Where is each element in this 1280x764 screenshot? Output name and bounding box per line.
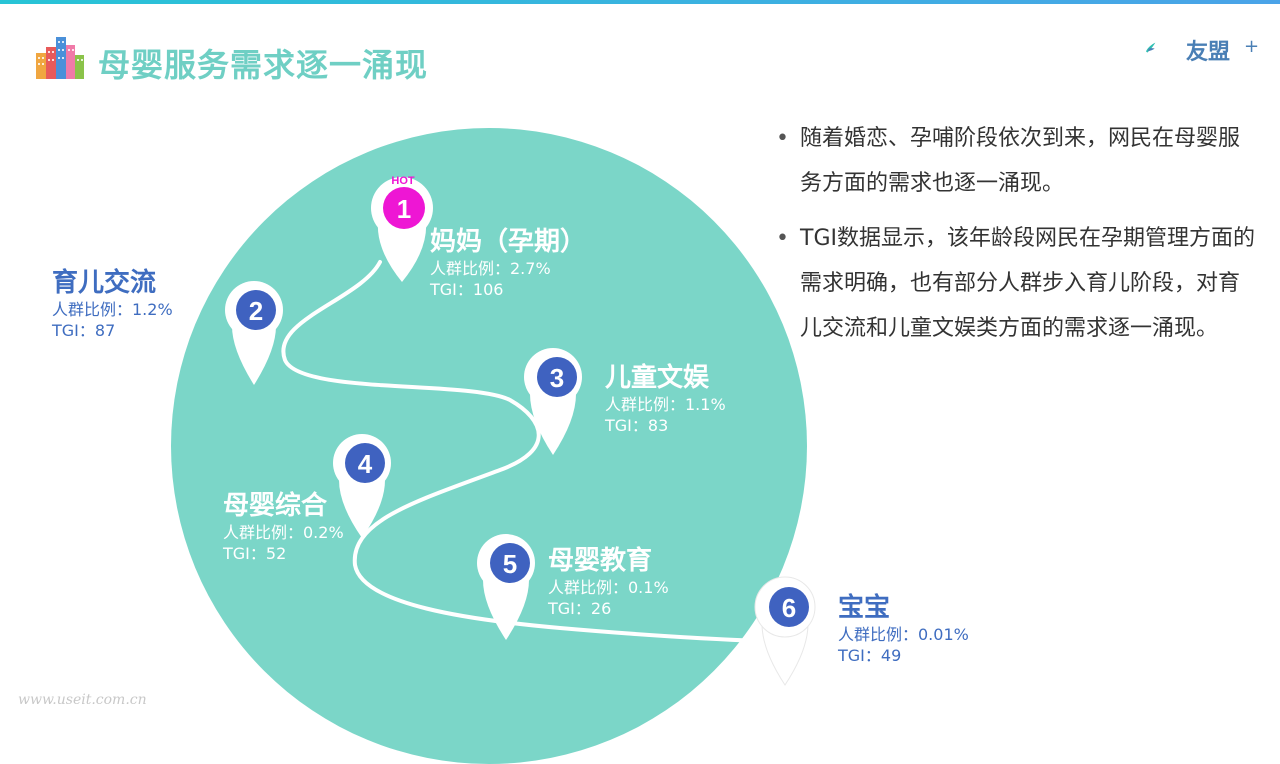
pin-6 [754, 576, 816, 686]
logo-plus: + [1244, 36, 1260, 57]
node-4-tgi: TGI：52 [223, 544, 287, 563]
bullet-list: • 随着婚恋、孕哺阶段依次到来，网民在母婴服务方面的需求也逐一涌现。 • TGI… [776, 116, 1256, 361]
node-1-ratio: 人群比例：2.7% [430, 259, 551, 278]
bullet-text-1: 随着婚恋、孕哺阶段依次到来，网民在母婴服务方面的需求也逐一涌现。 [800, 126, 1241, 196]
node-3-label: 儿童文娱 人群比例：1.1% TGI：83 [605, 362, 726, 436]
page-title: 母婴服务需求逐一涌现 [98, 46, 429, 84]
node-1-label: 妈妈（孕期） 人群比例：2.7% TGI：106 [430, 226, 586, 300]
pin-4 [333, 434, 391, 538]
bullet-item: • TGI数据显示，该年龄段网民在孕期管理方面的需求明确，也有部分人群步入育儿阶… [776, 216, 1256, 351]
node-6-name: 宝宝 [838, 593, 891, 623]
background-circle [171, 128, 807, 764]
umeng-logo-icon [1146, 42, 1156, 53]
pin-1 [371, 177, 433, 282]
node-5-label: 母婴教育 人群比例：0.1% TGI：26 [548, 545, 669, 619]
node-4-name: 母婴综合 [223, 491, 328, 521]
journey-road [281, 260, 792, 644]
node-6-tgi: TGI：49 [838, 646, 902, 665]
node-1-tgi: TGI：106 [430, 280, 504, 299]
node-3-name: 儿童文娱 [605, 363, 710, 393]
pin-3 [524, 348, 582, 455]
bullet-dot: • [776, 126, 789, 151]
bullet-item: • 随着婚恋、孕哺阶段依次到来，网民在母婴服务方面的需求也逐一涌现。 [776, 116, 1256, 206]
node-2-label: 育儿交流 人群比例：1.2% TGI：87 [52, 267, 173, 341]
pin-6-number: 6 [782, 593, 796, 623]
pin-5 [477, 534, 535, 640]
node-3-ratio: 人群比例：1.1% [605, 395, 726, 414]
bullet-dot: • [776, 226, 789, 251]
hot-badge: HOT [391, 175, 415, 187]
city-buildings-icon [36, 37, 84, 79]
logo-text: 友盟 [1186, 40, 1231, 65]
pin-3-number: 3 [550, 363, 564, 393]
node-2-name: 育儿交流 [52, 268, 157, 298]
pin-5-number: 5 [503, 549, 517, 579]
pin-2 [225, 281, 283, 385]
journey-map: HOT 1 2 3 4 5 6 [225, 175, 816, 686]
node-3-tgi: TGI：83 [605, 416, 669, 435]
node-2-tgi: TGI：87 [52, 321, 116, 340]
node-1-name: 妈妈（孕期） [430, 227, 587, 257]
bullet-text-2: TGI数据显示，该年龄段网民在孕期管理方面的需求明确，也有部分人群步入育儿阶段，… [800, 226, 1255, 341]
node-2-ratio: 人群比例：1.2% [52, 300, 173, 319]
node-5-name: 母婴教育 [548, 546, 653, 576]
pin-4-number: 4 [358, 449, 373, 479]
node-6-ratio: 人群比例：0.01% [838, 625, 969, 644]
pin-1-number: 1 [397, 194, 411, 224]
node-4-label: 母婴综合 人群比例：0.2% TGI：52 [223, 490, 344, 564]
node-4-ratio: 人群比例：0.2% [223, 523, 344, 542]
watermark: www.useit.com.cn [18, 692, 147, 708]
node-5-ratio: 人群比例：0.1% [548, 578, 669, 597]
node-6-label: 宝宝 人群比例：0.01% TGI：49 [838, 592, 969, 666]
pin-2-number: 2 [249, 296, 263, 326]
top-accent-bar [0, 0, 1280, 4]
node-5-tgi: TGI：26 [548, 599, 612, 618]
